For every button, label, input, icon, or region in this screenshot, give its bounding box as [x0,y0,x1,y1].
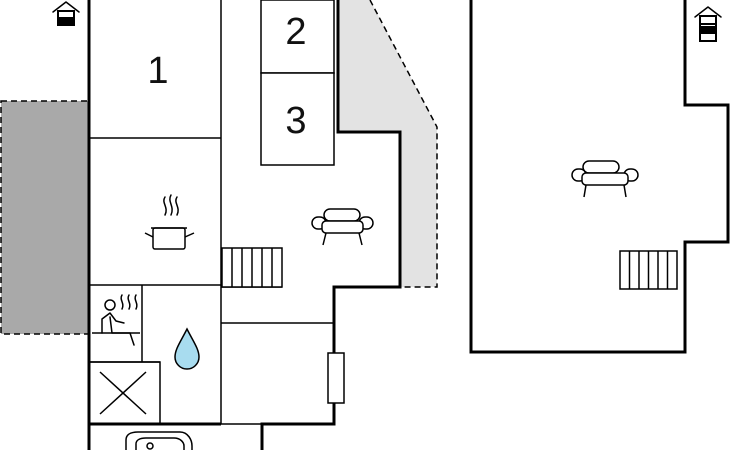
terrace-left [0,100,90,335]
room-label-3: 3 [285,100,306,142]
stairs-icon [221,247,283,288]
terrace-right-outline [369,0,438,288]
sofa-icon [571,160,639,198]
upper-floor-walls [469,0,730,354]
sofa-icon [311,208,374,246]
house-level-icon [52,1,80,26]
room-label-2: 2 [285,11,306,53]
room-3-box [260,72,335,166]
water-drop-icon [174,327,200,370]
sauna-icon [92,294,140,346]
window-icon [327,352,345,404]
stairs-icon [619,250,678,290]
room-label-1: 1 [147,50,168,92]
cooking-pot-icon [144,194,195,250]
house-level-icon [694,6,722,42]
bathtub-icon [125,431,193,450]
closet-cross-icon [88,361,161,425]
terrace-right [338,0,437,287]
room-2-box [260,0,335,74]
